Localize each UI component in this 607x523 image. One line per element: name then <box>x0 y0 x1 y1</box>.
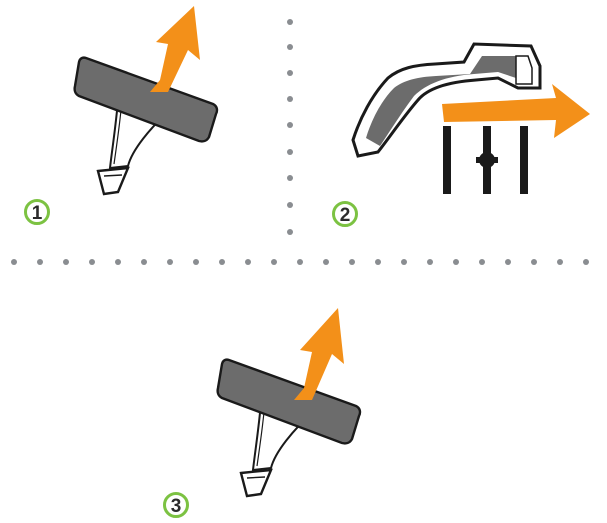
step-1-panel: 1 <box>24 6 219 225</box>
step-number: 2 <box>340 205 351 226</box>
step-number: 3 <box>171 496 182 517</box>
step-2-panel: 2 <box>332 42 590 227</box>
horizontal-divider <box>11 259 589 265</box>
step-3-panel: 3 <box>163 308 362 518</box>
step-number: 1 <box>32 203 43 224</box>
rail-icon <box>443 126 528 194</box>
step-badge: 3 <box>163 492 189 518</box>
step-badge: 1 <box>24 199 50 225</box>
clip-icon <box>216 358 362 498</box>
clip-icon <box>73 56 219 196</box>
vertical-divider <box>287 19 293 235</box>
orange-arrow-icon <box>442 84 590 138</box>
step-badge: 2 <box>332 201 358 227</box>
orange-arrow-icon <box>150 6 200 92</box>
orange-arrow-icon <box>294 308 344 400</box>
bracket-icon <box>351 42 542 158</box>
